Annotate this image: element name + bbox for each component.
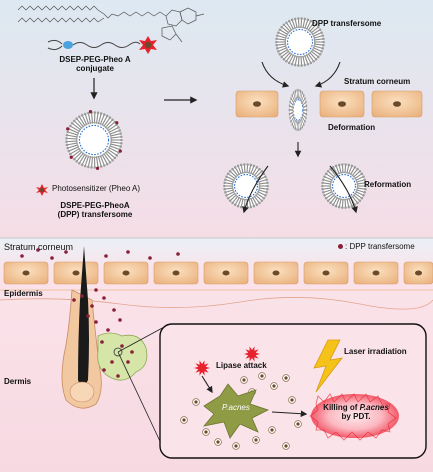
stratum-corneum-bottom [3, 261, 433, 285]
transfersome-reformed-left [223, 163, 269, 209]
dpp-particle [120, 344, 124, 348]
transfersome-label-line1: DSPE-PEG-PheoA [60, 201, 130, 210]
reformation-label: Reformation [364, 180, 412, 189]
dpp-particle [72, 298, 76, 302]
laser-bolt-icon [313, 339, 343, 393]
dpp-particle [36, 248, 40, 252]
dpp-legend-text: : DPP transfersome [345, 242, 415, 251]
dpp-particle [104, 254, 108, 258]
dpp-particle [100, 340, 104, 344]
dpp-particle [126, 250, 130, 254]
zoom-panel [159, 323, 427, 459]
laser-label: Laser irradiation [344, 347, 407, 356]
stratum-corneum-top-label: Stratum corneum [344, 77, 411, 86]
dpp-dot-icon [338, 244, 343, 250]
dpp-transfersome-large [65, 110, 123, 170]
dpp-dots [20, 248, 302, 450]
conjugate-molecule [47, 36, 157, 54]
deformation-label: Deformation [328, 123, 376, 132]
lipase-burst-icon [194, 360, 210, 376]
stratum-corneum-top [235, 90, 423, 118]
cell-nucleus [222, 270, 230, 276]
cell-nucleus [22, 270, 30, 276]
conjugate-label-line2: conjugate [76, 63, 114, 73]
zoom-arrows [201, 375, 308, 417]
dpp-transfersome-top [275, 17, 325, 67]
dpp-transfersome-label: DSPE-PEG-PheoA (DPP) transfersome [40, 201, 150, 220]
killing-label: Killing of P.acnes by PDT. [320, 403, 392, 422]
killing-prefix: Killing of [323, 403, 360, 412]
photosensitizer-icon [36, 184, 48, 196]
epidermis-label: Epidermis [4, 289, 43, 298]
cell-nucleus [272, 270, 280, 276]
killing-glow [311, 394, 399, 438]
molecule-structure [17, 5, 205, 43]
lipase-burst-icon [244, 346, 260, 362]
dpp-particle [102, 368, 106, 372]
dpp-particle [86, 314, 90, 318]
dpp-particle [176, 252, 180, 256]
dpp-particle [50, 256, 54, 260]
pacnes-label: P.acnes [222, 403, 250, 412]
dpp-particle [118, 318, 122, 322]
lipase-label: Lipase attack [216, 361, 267, 370]
dpp-particle [130, 350, 134, 354]
transfersome-label-line2: (DPP) transfersome [57, 209, 133, 219]
cell-nucleus [72, 270, 80, 276]
photosensitizer-legend: Photosensitizer (Pheo A) [52, 184, 141, 194]
dpp-particle [126, 360, 130, 364]
conjugate-label: DSEP-PEG-Pheo A conjugate [40, 55, 150, 74]
dpp-particle [64, 250, 68, 254]
dpp-particle [80, 294, 84, 298]
cell-nucleus [122, 270, 130, 276]
cell-nucleus [415, 270, 422, 276]
sebaceous-gland [97, 332, 148, 381]
dermis-label: Dermis [4, 377, 32, 386]
dpp-particle [94, 288, 98, 292]
dpp-transfersome-title: DPP transfersome [312, 19, 382, 28]
conjugate-label-line1: DSEP-PEG-Pheo A [59, 55, 131, 64]
dpp-particle [110, 360, 114, 364]
dpp-particle [102, 296, 106, 300]
dpp-particle [116, 374, 120, 378]
stratum-corneum-bottom-label: Stratum corneum [4, 242, 74, 252]
dpp-particle [90, 304, 94, 308]
dpp-legend: : DPP transfersome [338, 242, 415, 252]
dpp-particle [20, 254, 24, 258]
killing-italic: P.acnes [359, 403, 389, 412]
dpp-particle [148, 256, 152, 260]
dpp-particle [112, 308, 116, 312]
flow-arrows [242, 61, 358, 214]
cell-nucleus [372, 270, 380, 276]
pheo-star-icon [139, 36, 157, 54]
killing-line1: Killing of P.acnes [320, 403, 392, 413]
dpp-particle [94, 320, 98, 324]
dpp-particle [106, 328, 110, 332]
cell-nucleus [322, 270, 330, 276]
killing-line2: by PDT. [341, 411, 371, 421]
bacteria-shape [202, 383, 270, 439]
photosensitizer-legend-text: Photosensitizer (Pheo A) [52, 184, 141, 193]
transfersome-deforming [288, 88, 308, 132]
cell-nucleus [172, 270, 180, 276]
